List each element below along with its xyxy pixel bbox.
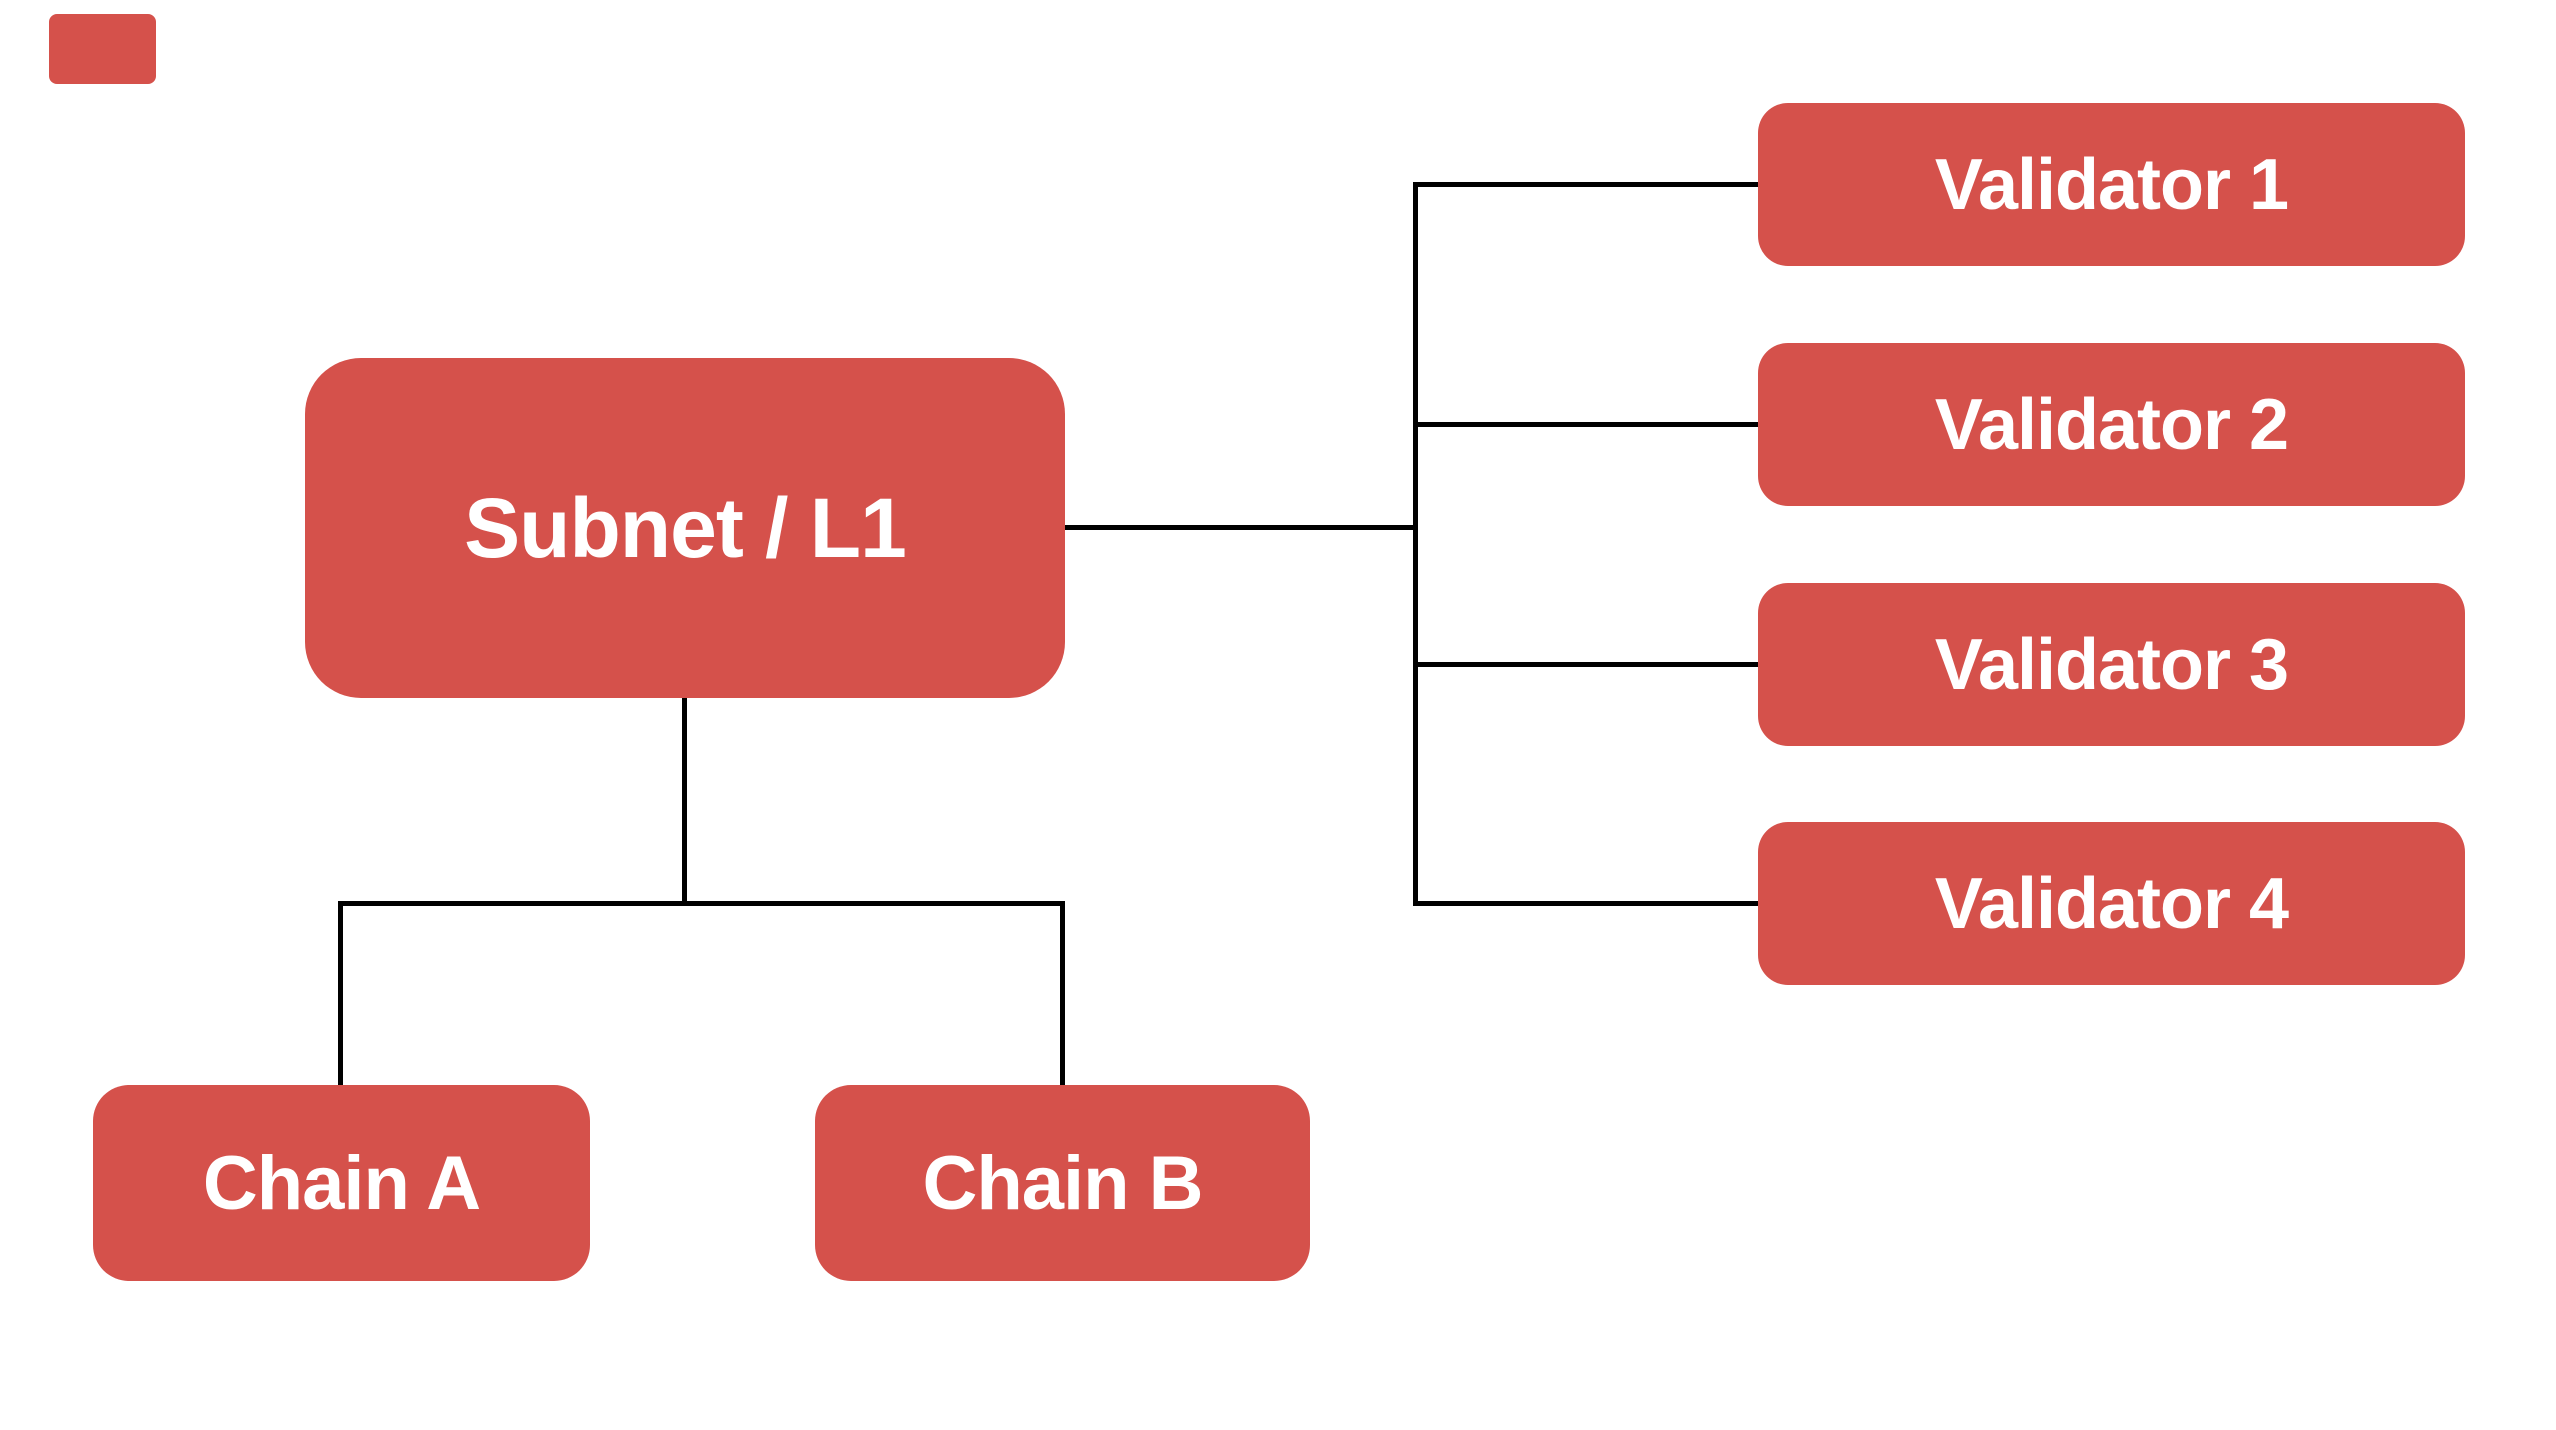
connector-chain-a-drop (338, 901, 343, 1085)
connector-validator-4-branch (1416, 901, 1758, 906)
corner-accent-mark (49, 14, 156, 84)
chain-b-node: Chain B (815, 1085, 1310, 1281)
chain-b-label: Chain B (922, 1140, 1203, 1226)
validator-1-label: Validator 1 (1934, 144, 2289, 225)
connector-validator-trunk (1413, 182, 1418, 906)
connector-chain-bus (338, 901, 1065, 906)
connector-chain-b-drop (1060, 901, 1065, 1085)
validator-4-node: Validator 4 (1758, 822, 2465, 985)
validator-2-label: Validator 2 (1934, 384, 2289, 465)
validator-2-node: Validator 2 (1758, 343, 2465, 506)
subnet-node: Subnet / L1 (305, 358, 1065, 698)
connector-validator-1-branch (1416, 182, 1758, 187)
chain-a-node: Chain A (93, 1085, 590, 1281)
chain-a-label: Chain A (202, 1140, 481, 1226)
connector-subnet-to-trunk (1065, 525, 1418, 530)
validator-3-label: Validator 3 (1934, 624, 2289, 705)
validator-1-node: Validator 1 (1758, 103, 2465, 266)
validator-3-node: Validator 3 (1758, 583, 2465, 746)
validator-4-label: Validator 4 (1934, 863, 2289, 944)
connector-validator-3-branch (1416, 662, 1758, 667)
connector-subnet-down (682, 698, 687, 906)
connector-validator-2-branch (1416, 422, 1758, 427)
subnet-node-label: Subnet / L1 (464, 480, 907, 575)
